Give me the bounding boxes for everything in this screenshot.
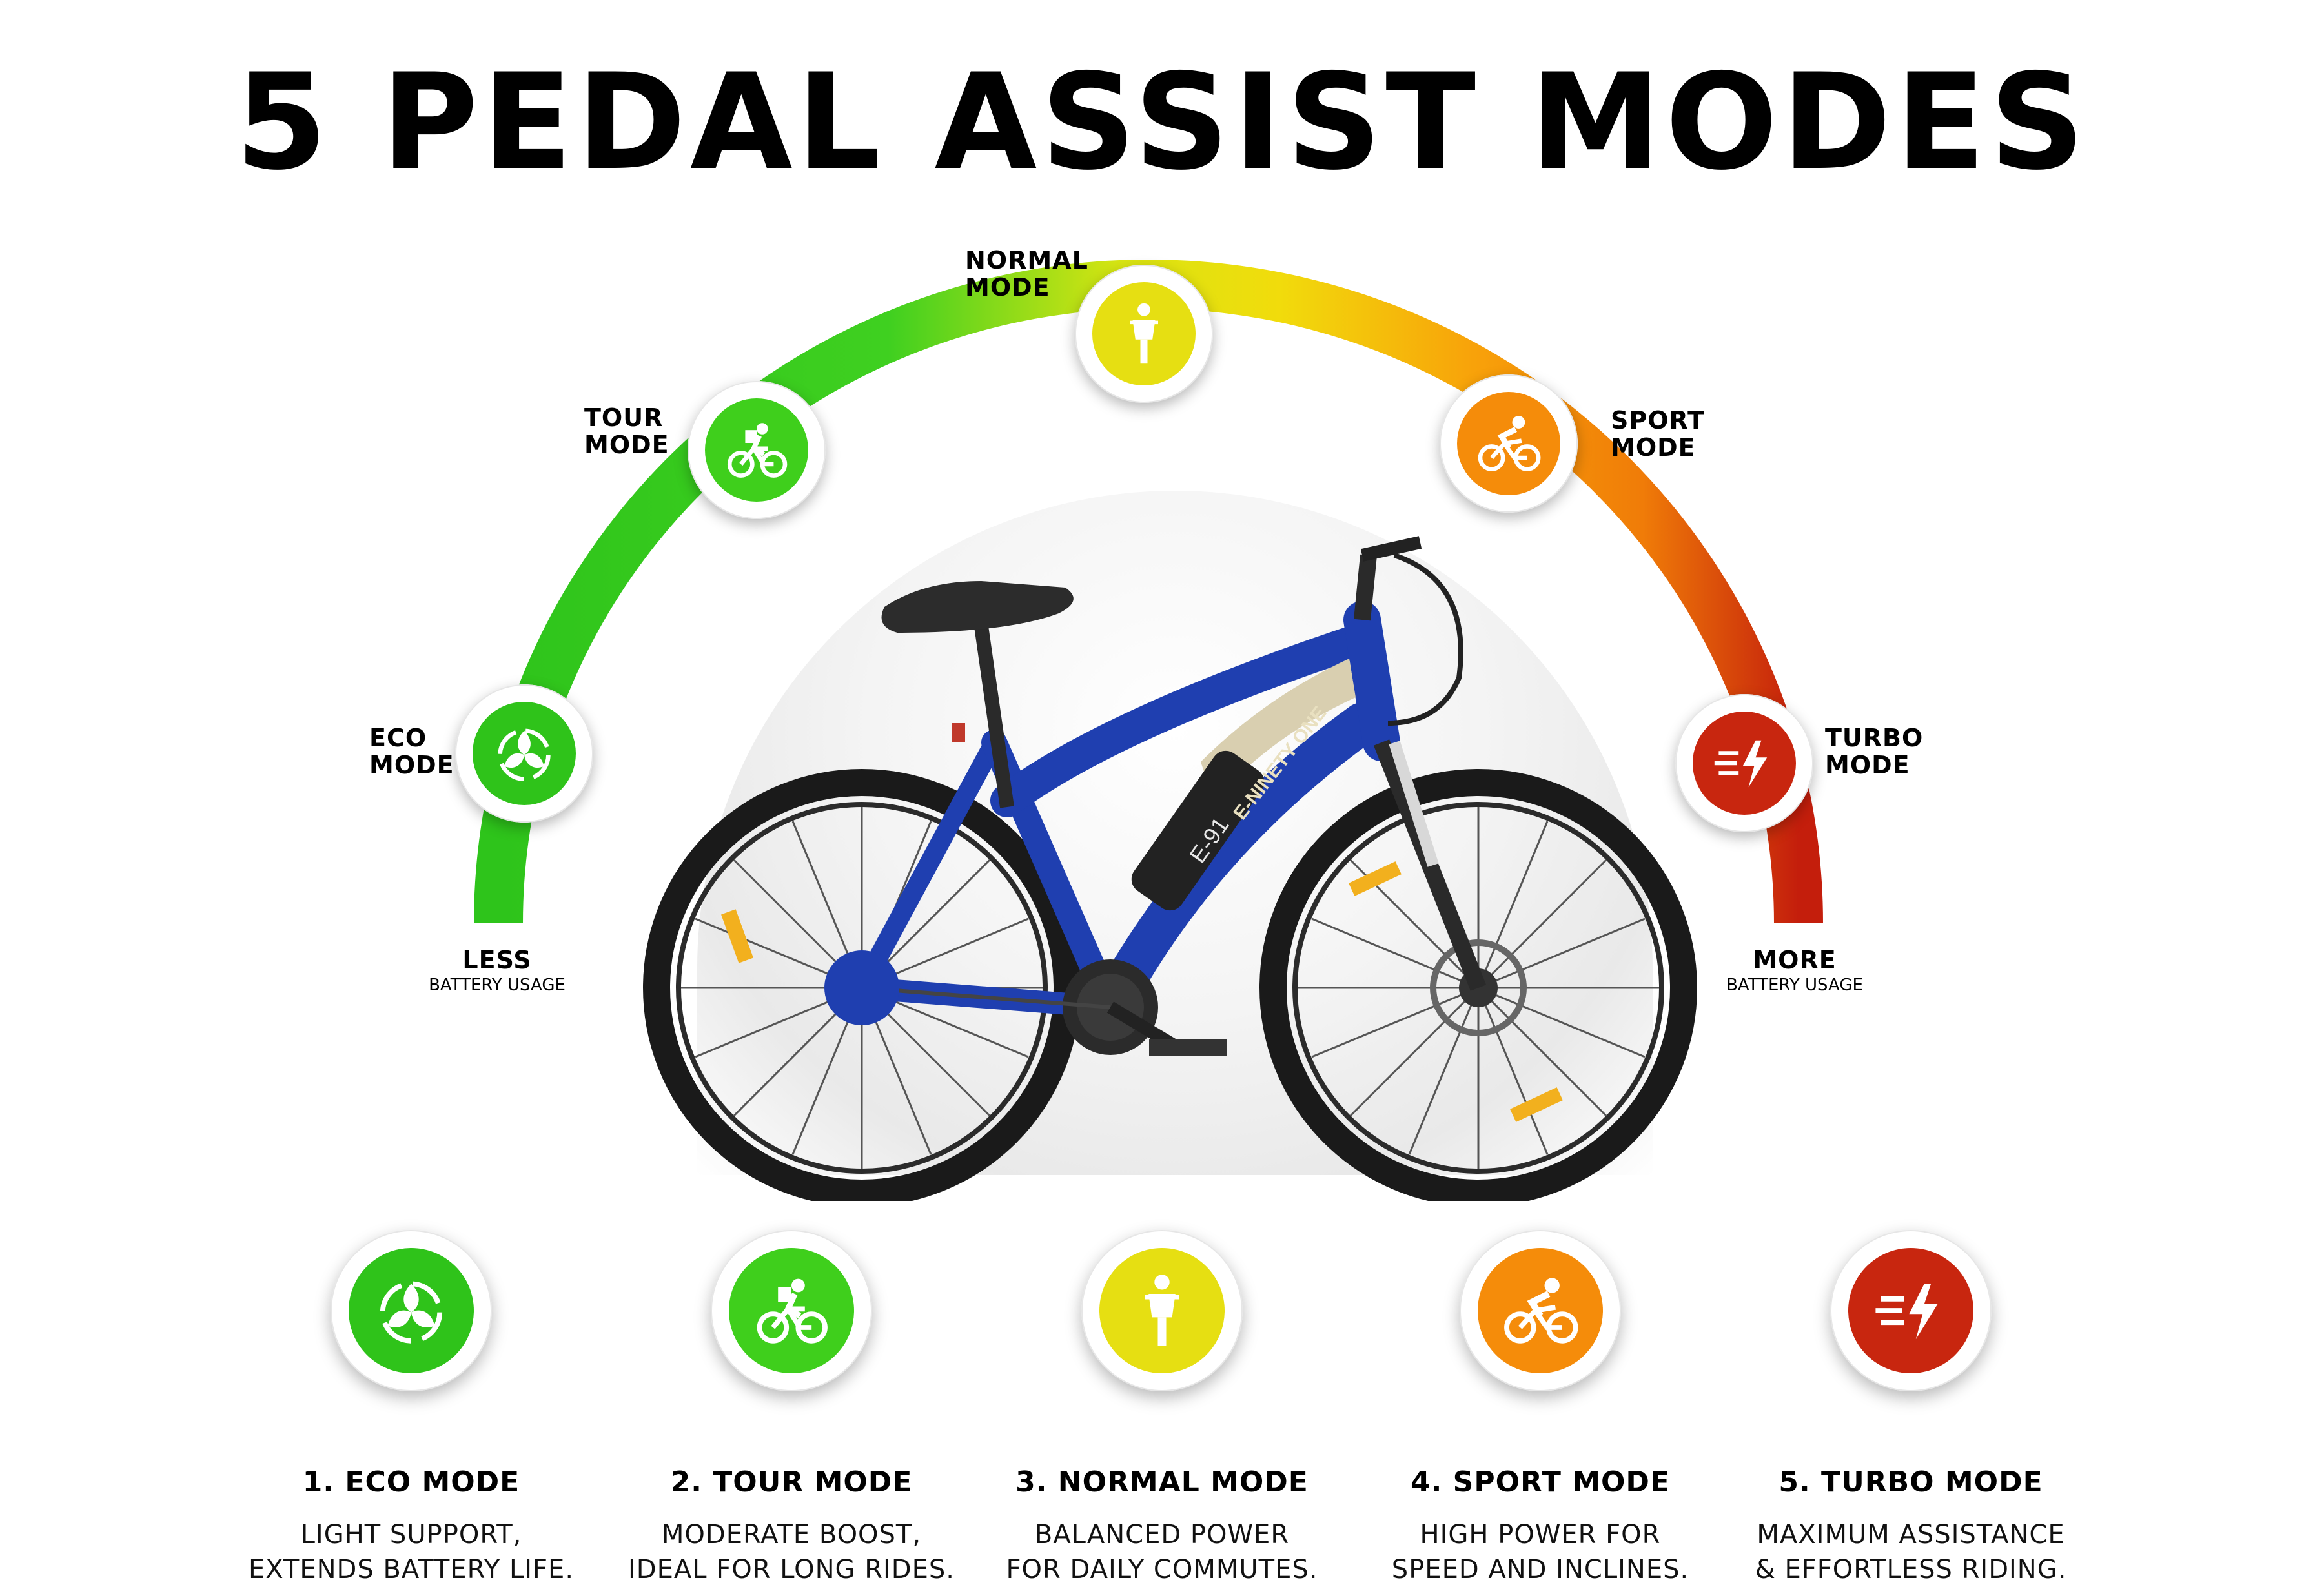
rider-front-icon: [1145, 1275, 1179, 1346]
mode-title: 3. NORMAL MODE: [1015, 1466, 1309, 1499]
mode-title: 2. TOUR MODE: [670, 1466, 913, 1499]
cyclist-backpack-icon: [757, 1278, 828, 1344]
cyclist-backpack-icon: [727, 423, 788, 478]
eco-disc: [473, 702, 576, 805]
sport-mode-badge: [1460, 1230, 1621, 1391]
mode-card-tour: 2. TOUR MODE MODERATE BOOST,IDEAL FOR LO…: [611, 1230, 972, 1587]
arc-node-eco: [455, 684, 593, 823]
turbo-mode-badge: [1830, 1230, 1992, 1391]
mode-card-turbo: 5. TURBO MODE MAXIMUM ASSISTANCE& EFFORT…: [1730, 1230, 2092, 1587]
recycle-leaves-icon: [380, 1281, 443, 1344]
tour-mode-badge: [711, 1230, 872, 1391]
mode-description: LIGHT SUPPORT,EXTENDS BATTERY LIFE.: [248, 1520, 575, 1584]
turbo-disc: [1693, 712, 1796, 815]
speed-bolt-icon: [1714, 740, 1768, 788]
mode-card-eco: 1. ECO MODE LIGHT SUPPORT,EXTENDS BATTER…: [230, 1230, 592, 1587]
mode-description: MODERATE BOOST,IDEAL FOR LONG RIDES.: [628, 1520, 955, 1584]
mode-title: 4. SPORT MODE: [1411, 1466, 1670, 1499]
rider-front-icon: [1130, 303, 1158, 364]
arc-node-turbo: [1675, 694, 1813, 832]
sport-cyclist-icon: [1478, 416, 1541, 471]
less-battery-label: LESS BATTERY USAGE: [429, 946, 566, 995]
mode-description: MAXIMUM ASSISTANCE& EFFORTLESS RIDING.: [1755, 1520, 2067, 1584]
sport-cyclist-icon: [1504, 1278, 1578, 1344]
e-bike-illustration: E-91 E-NINETY ONE: [643, 536, 1697, 1201]
normal-mode-badge: [1081, 1230, 1243, 1391]
recycle-leaves-icon: [498, 728, 551, 781]
more-battery-label: MORE BATTERY USAGE: [1726, 946, 1863, 995]
arc-node-normal: [1075, 265, 1213, 403]
mode-title: 1. ECO MODE: [302, 1466, 520, 1499]
speed-bolt-icon: [1875, 1284, 1938, 1340]
arc-node-tour: [688, 381, 826, 519]
mode-title: 5. TURBO MODE: [1779, 1466, 2043, 1499]
sport-disc: [1457, 392, 1560, 495]
page-title: 5 PEDAL ASSIST MODES: [235, 46, 2089, 200]
eco-mode-badge: [331, 1230, 492, 1391]
arc-node-sport: [1440, 374, 1578, 513]
tour-disc: [705, 398, 808, 502]
normal-disc: [1092, 282, 1196, 385]
